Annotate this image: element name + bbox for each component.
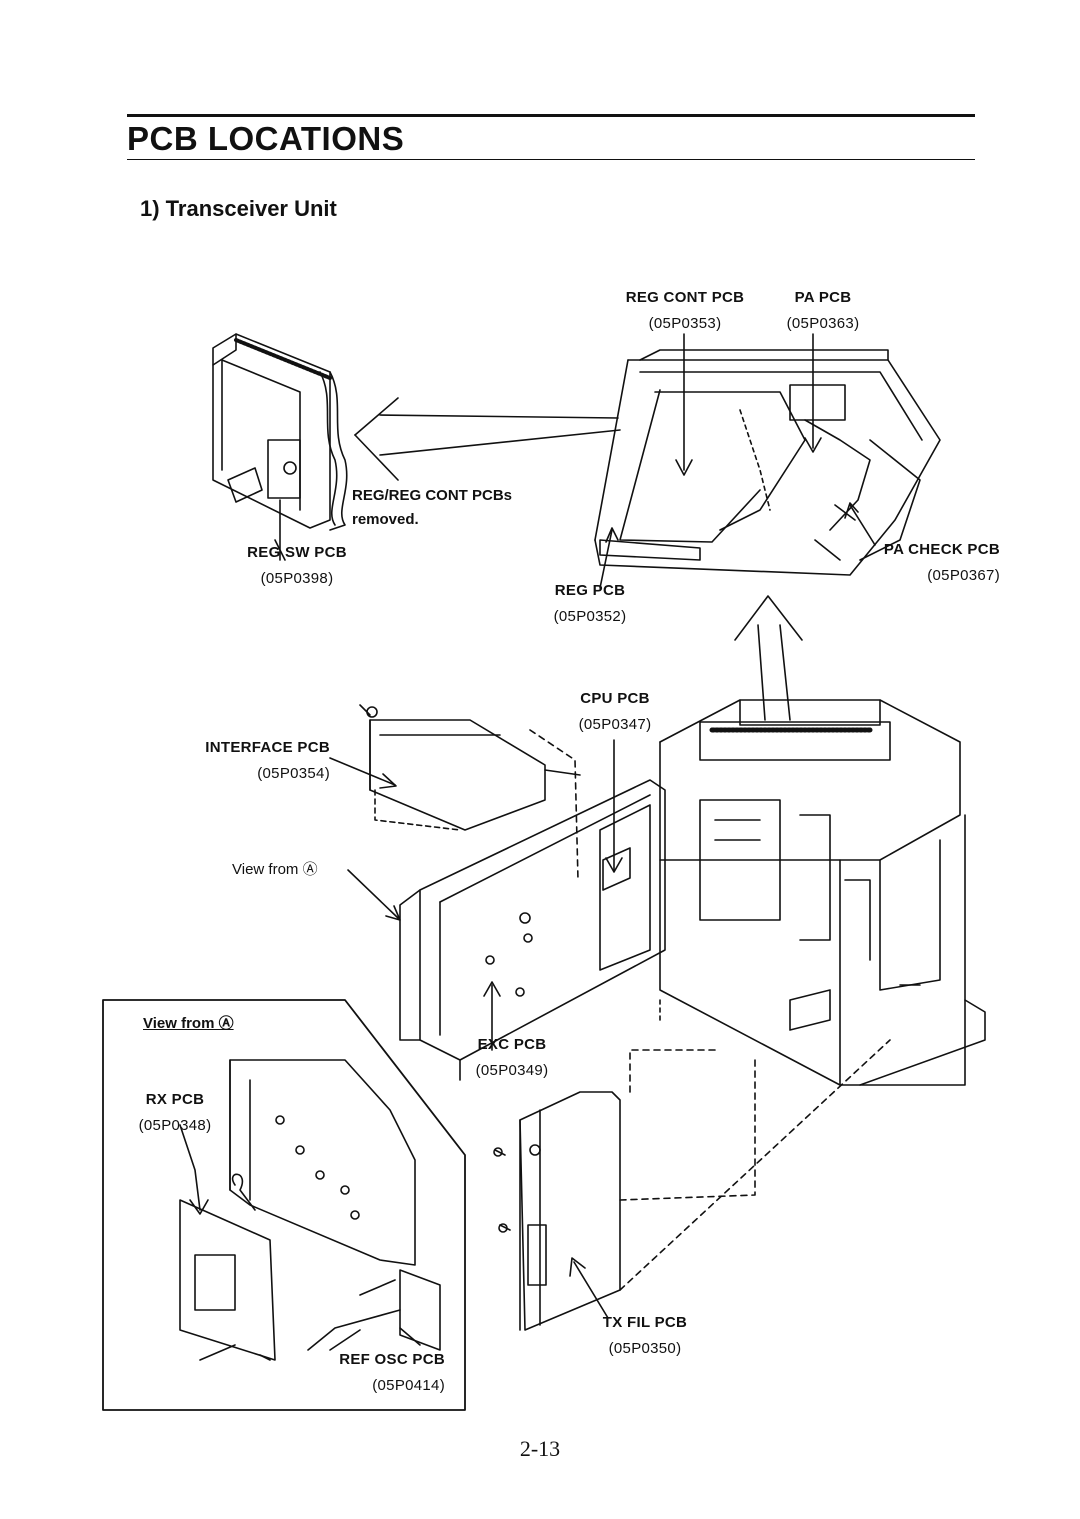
reg-sw-pcb-code: (05P0398): [260, 570, 334, 587]
ref-osc-pcb-label: REF OSC PCB (05P0414): [300, 1347, 445, 1399]
ref-osc-pcb-code: (05P0414): [372, 1377, 445, 1394]
reg-pcb-code: (05P0352): [553, 608, 627, 625]
removed-note-line2: removed.: [352, 511, 419, 528]
reg-cont-pcb-name: REG CONT PCB: [625, 289, 745, 306]
pa-reg-assembly: [594, 349, 941, 576]
exc-drawer: [399, 779, 666, 1081]
reg-leader: [599, 529, 613, 589]
tx-fil-pcb-name: TX FIL PCB: [602, 1314, 688, 1331]
pa-check-leader: [849, 504, 876, 546]
pa-pcb-code: (05P0363): [786, 315, 860, 332]
ref-osc-leader: [399, 1327, 421, 1346]
top-leaders: [599, 333, 876, 589]
rx-pcb-label: RX PCB (05P0348): [120, 1087, 230, 1139]
title-top-rule: [127, 114, 975, 117]
inset-view: [102, 999, 466, 1411]
cpu-pcb-name: CPU PCB: [580, 690, 650, 707]
title-bottom-rule: [127, 159, 975, 160]
removed-note-line1: REG/REG CONT PCBs: [352, 487, 513, 504]
exc-pcb-label: EXC PCB (05P0349): [452, 1032, 572, 1084]
reg-sw-pcb-label: REG SW PCB (05P0398): [232, 540, 362, 592]
upward-arrow: [734, 595, 803, 721]
reg-cont-pcb-label: REG CONT PCB (05P0353): [610, 285, 760, 337]
tx-fil-pcb-code: (05P0350): [608, 1340, 682, 1357]
transfer-arrow: [354, 397, 621, 481]
main-chassis: [659, 699, 986, 1086]
pa-pcb-name: PA PCB: [794, 289, 852, 306]
removed-note: REG/REG CONT PCBs removed.: [352, 484, 512, 532]
pa-check-pcb-name: PA CHECK PCB: [883, 541, 1000, 558]
pa-check-pcb-label: PA CHECK PCB (05P0367): [850, 537, 1000, 589]
view-from-inset-label: View from Ⓐ: [143, 1015, 234, 1032]
middle-leaders: [329, 739, 623, 1051]
reg-pcb-name: REG PCB: [554, 582, 626, 599]
reg-sw-panel-view: [212, 333, 348, 561]
interface-pcb-label: INTERFACE PCB (05P0354): [170, 735, 330, 787]
rx-pcb-name: RX PCB: [145, 1091, 205, 1108]
interface-pcb-name: INTERFACE PCB: [205, 739, 330, 756]
pa-check-pcb-code: (05P0367): [927, 567, 1000, 584]
interface-box: [359, 704, 581, 881]
reg-pcb-label: REG PCB (05P0352): [540, 578, 640, 630]
tx-fil-pcb-label: TX FIL PCB (05P0350): [585, 1310, 705, 1362]
reg-sw-pcb-name: REG SW PCB: [247, 544, 347, 561]
view-from-main-label: View from Ⓐ: [232, 861, 318, 878]
page-title: PCB LOCATIONS: [127, 120, 405, 157]
tx-fil-module: [493, 999, 891, 1331]
ref-osc-pcb-name: REF OSC PCB: [339, 1351, 445, 1368]
section-subtitle: 1) Transceiver Unit: [140, 196, 337, 221]
pa-pcb-label: PA PCB (05P0363): [768, 285, 878, 337]
rx-pcb-code: (05P0348): [138, 1117, 212, 1134]
interface-pcb-code: (05P0354): [257, 765, 330, 782]
cpu-pcb-label: CPU PCB (05P0347): [560, 686, 670, 738]
cpu-pcb-code: (05P0347): [578, 716, 652, 733]
page-number: 2-13: [519, 1436, 561, 1461]
exc-pcb-code: (05P0349): [475, 1062, 549, 1079]
reg-cont-pcb-code: (05P0353): [648, 315, 722, 332]
exc-pcb-name: EXC PCB: [477, 1036, 547, 1053]
